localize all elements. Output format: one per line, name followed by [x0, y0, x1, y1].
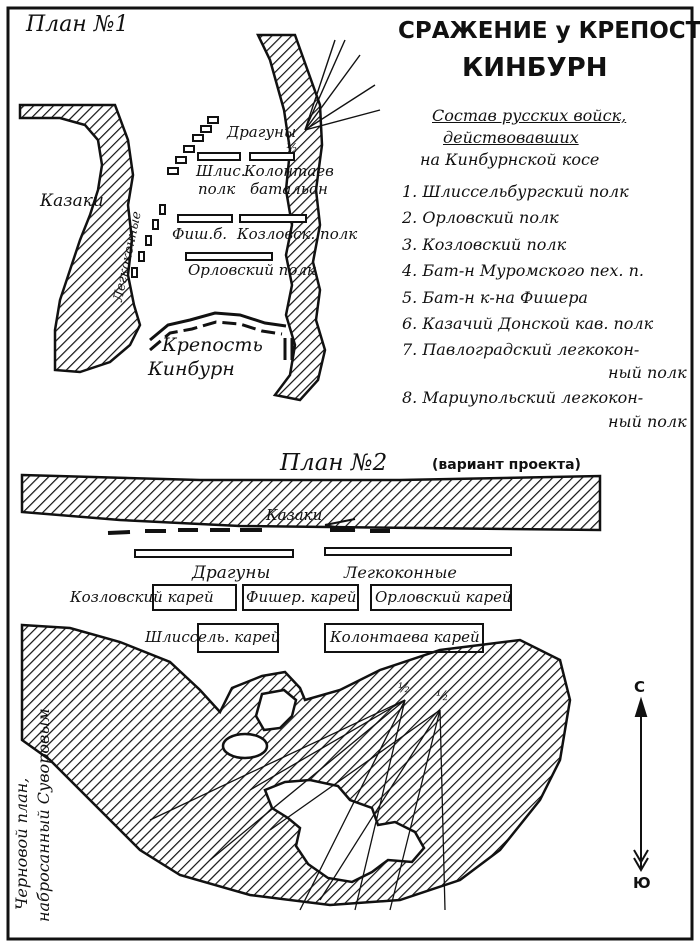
- plan2-fire-lines: [149, 699, 446, 911]
- plan2-label-light-cavalry: Легкоконные: [344, 563, 457, 582]
- plan2-label-cossacks: Казаки: [266, 506, 323, 524]
- legend-item: 6. Казачий Донской кав. полк: [402, 314, 654, 333]
- plan1-label-orlov: Орловский полк: [188, 261, 316, 279]
- plan2-label-kozlov: Козловский карей: [70, 588, 214, 606]
- legend-heading-2: действовавших: [443, 128, 579, 147]
- compass-south: Ю: [633, 874, 651, 892]
- legend-item: 7. Павлоградский легкокон-: [402, 340, 640, 359]
- plan1-label-shlis: Шлис.: [196, 162, 246, 180]
- legend-heading-3: на Кинбурнской косе: [420, 150, 600, 169]
- plan1-label-shlis-polk: полк: [198, 180, 236, 198]
- plan2-label-kolontaev: Колонтаева карей: [330, 628, 480, 646]
- plan1-label-fisher: Фиш.б.: [172, 225, 228, 243]
- plan2-title: План №2: [280, 450, 388, 476]
- plan2-label-fisher: Фишер. карей: [246, 588, 357, 606]
- legend-item: 2. Орловский полк: [402, 208, 559, 227]
- plan1-label-fortress-name: Кинбурн: [148, 358, 235, 380]
- legend-heading-1: Состав русских войск,: [432, 106, 627, 125]
- compass-arrow: [633, 696, 649, 872]
- legend-item: 1. Шлиссельбургский полк: [402, 182, 629, 201]
- side-note-line2: набросанный Суворовым: [34, 708, 53, 922]
- plan1-label-kozlov: Козловск. полк: [237, 225, 358, 243]
- legend-item: 4. Бат-н Муромского пех. п.: [402, 261, 644, 280]
- plan2-arrow: [324, 518, 356, 532]
- plan2-small-lake: [221, 732, 269, 760]
- legend-item: 8. Мариупольский легкокон-: [402, 388, 644, 407]
- compass-north: С: [634, 678, 646, 696]
- plan1-label-marker: ½: [286, 141, 298, 155]
- plan1-ship-lines: [304, 39, 381, 131]
- plan2-subtitle: (вариант проекта): [432, 457, 581, 473]
- map-title-line1: СРАЖЕНИЕ у КРЕПОСТИ: [398, 18, 700, 44]
- plan1-label-dragoons: Драгуны: [227, 123, 297, 141]
- map-border: [6, 6, 694, 941]
- plan2-top-shore: [20, 473, 602, 532]
- legend-item-cont: ный полк: [608, 363, 687, 382]
- plan2-label-orlov: Орловский карей: [375, 588, 512, 606]
- legend-item: 5. Бат-н к-на Фишера: [402, 288, 588, 307]
- legend-item-cont: ный полк: [608, 412, 687, 431]
- plan2-label-dragoons: Драгуны: [192, 563, 271, 583]
- plan2-inlet: [254, 688, 298, 732]
- side-note-line1: Черновой план,: [12, 777, 31, 910]
- plan1-left-shore: [18, 103, 142, 374]
- plan2-marker-1: ½: [398, 681, 411, 696]
- plan2-bottom-land: [20, 623, 572, 907]
- plan2-units: [134, 547, 512, 653]
- map-title-line2: КИНБУРН: [462, 53, 608, 83]
- plan1-title: План №1: [26, 12, 129, 37]
- plan1-label-fortress: Крепость: [162, 334, 263, 356]
- plan1-label-kolontaev-bat: батальон: [250, 180, 328, 198]
- plan1-label-cossacks: Казаки: [40, 191, 104, 211]
- plan1-fortress-walls: [149, 311, 294, 360]
- legend-item: 3. Козловский полк: [402, 235, 567, 254]
- plan1-units: [131, 116, 307, 278]
- plan2-marker-2: ½: [436, 689, 449, 704]
- plan2-label-shlis: Шлиссель. карей: [145, 628, 281, 646]
- plan1-label-kolontaev: Колонтаев: [244, 162, 334, 180]
